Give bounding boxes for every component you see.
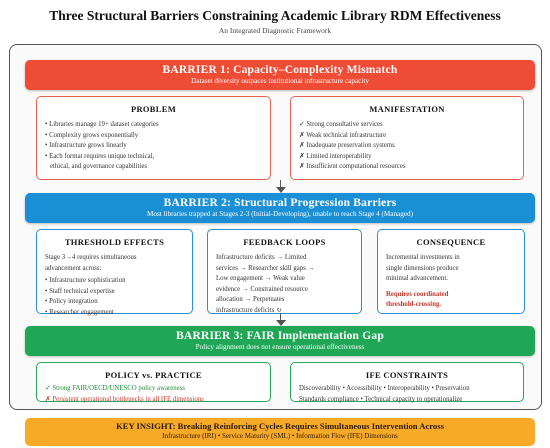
feedback-line: Low engagement → Weak value [216,275,305,283]
list-item: • Researcher engagement [45,308,114,316]
barrier-3-subtitle: Policy alignment does not ensure operati… [195,343,365,351]
consequence-panel: CONSEQUENCE Incremental investments in s… [377,229,525,314]
policy-strength: ✓ Strong FAIR/OECD/UNESCO policy awarene… [45,385,185,393]
consequence-emphasis: Requires coordinated [386,290,449,298]
list-item: • Policy integration [45,298,98,306]
ife-line: Discoverability • Accessibility • Intero… [299,385,470,393]
list-item: ✗ Limited interoperability [299,152,372,160]
threshold-intro: Stage 3→4 requires simultaneous [45,254,137,262]
barrier-1-subtitle: Dataset diversity outpaces institutional… [191,77,369,85]
consequence-line: single dimensions produce [386,264,459,272]
key-insight-banner: KEY INSIGHT: Breaking Reinforcing Cycles… [25,418,535,446]
manifestation-heading: MANIFESTATION [369,104,445,114]
manifestation-panel: MANIFESTATION ✓ Strong consultative serv… [290,96,524,180]
page-title: Three Structural Barriers Constraining A… [49,8,501,23]
threshold-intro: advancement across: [45,264,102,272]
list-item: ✗ Weak technical infrastructure [299,131,387,139]
down-arrow-icon [276,313,286,326]
list-item: • Infrastructure sophistication [45,277,126,285]
consequence-heading: CONSEQUENCE [416,237,486,247]
barrier-3-title: BARRIER 3: FAIR Implementation Gap [176,330,384,342]
feedback-line: infrastructure deficits ↻ [216,306,282,314]
list-item: • Each format requires unique technical, [45,152,155,160]
list-item: ✓ Strong consultative services [299,121,383,129]
list-item: ethical, and governance capabilities [50,163,147,171]
barrier-2-title: BARRIER 2: Structural Progression Barrie… [163,197,397,209]
key-insight-subtitle: Infrastructure (IRI) • Service Maturity … [162,432,398,440]
consequence-line: minimal advancement. [386,275,448,283]
list-item: • Staff technical expertise [45,287,115,295]
barrier-1-title: BARRIER 1: Capacity–Complexity Mismatch [162,64,398,76]
policy-heading: POLICY vs. PRACTICE [105,370,202,380]
key-insight-title: KEY INSIGHT: Breaking Reinforcing Cycles… [116,421,444,431]
barrier-2-subtitle: Most libraries trapped at Stages 2-3 (In… [146,210,414,218]
ife-constraints-panel: IFE CONSTRAINTS Discoverability • Access… [290,362,524,403]
page-subtitle: An Integrated Diagnostic Framework [218,26,332,35]
barrier-2-banner: BARRIER 2: Structural Progression Barrie… [25,193,535,223]
ife-heading: IFE CONSTRAINTS [365,370,449,380]
list-item: • Complexity grows exponentially [45,131,139,139]
policy-vs-practice-panel: POLICY vs. PRACTICE ✓ Strong FAIR/OECD/U… [36,362,271,403]
list-item: • Infrastructure grows linearly [45,142,127,150]
down-arrow-icon [276,180,286,193]
barrier-3-banner: BARRIER 3: FAIR Implementation Gap Polic… [25,326,535,356]
problem-heading: PROBLEM [130,104,177,114]
feedback-loops-panel: FEEDBACK LOOPS Infrastructure deficits →… [207,229,362,314]
feedback-line: allocation → Perpetuates [216,296,285,304]
list-item: ✗ Insufficient computational resources [299,163,406,171]
problem-panel: PROBLEM • Libraries manage 19+ dataset c… [36,96,271,180]
ife-line: Standards compliance • Technical capacit… [299,395,463,403]
feedback-line: evidence → Constrained resource [216,285,308,293]
list-item: ✗ Inadequate preservation systems [299,142,395,150]
feedback-heading: FEEDBACK LOOPS [243,237,326,247]
feedback-line: Infrastructure deficits → Limited [216,254,307,262]
barrier-1-banner: BARRIER 1: Capacity–Complexity Mismatch … [25,60,535,90]
policy-weakness: ✗ Persistent operational bottlenecks in … [45,395,204,403]
feedback-line: services → Researcher skill gaps → [216,264,315,272]
list-item: • Libraries manage 19+ dataset categorie… [45,121,159,129]
threshold-heading: THRESHOLD EFFECTS [64,237,165,247]
consequence-emphasis: threshold-crossing. [386,301,442,309]
consequence-line: Incremental investments in [386,254,460,262]
threshold-effects-panel: THRESHOLD EFFECTS Stage 3→4 requires sim… [36,229,193,316]
